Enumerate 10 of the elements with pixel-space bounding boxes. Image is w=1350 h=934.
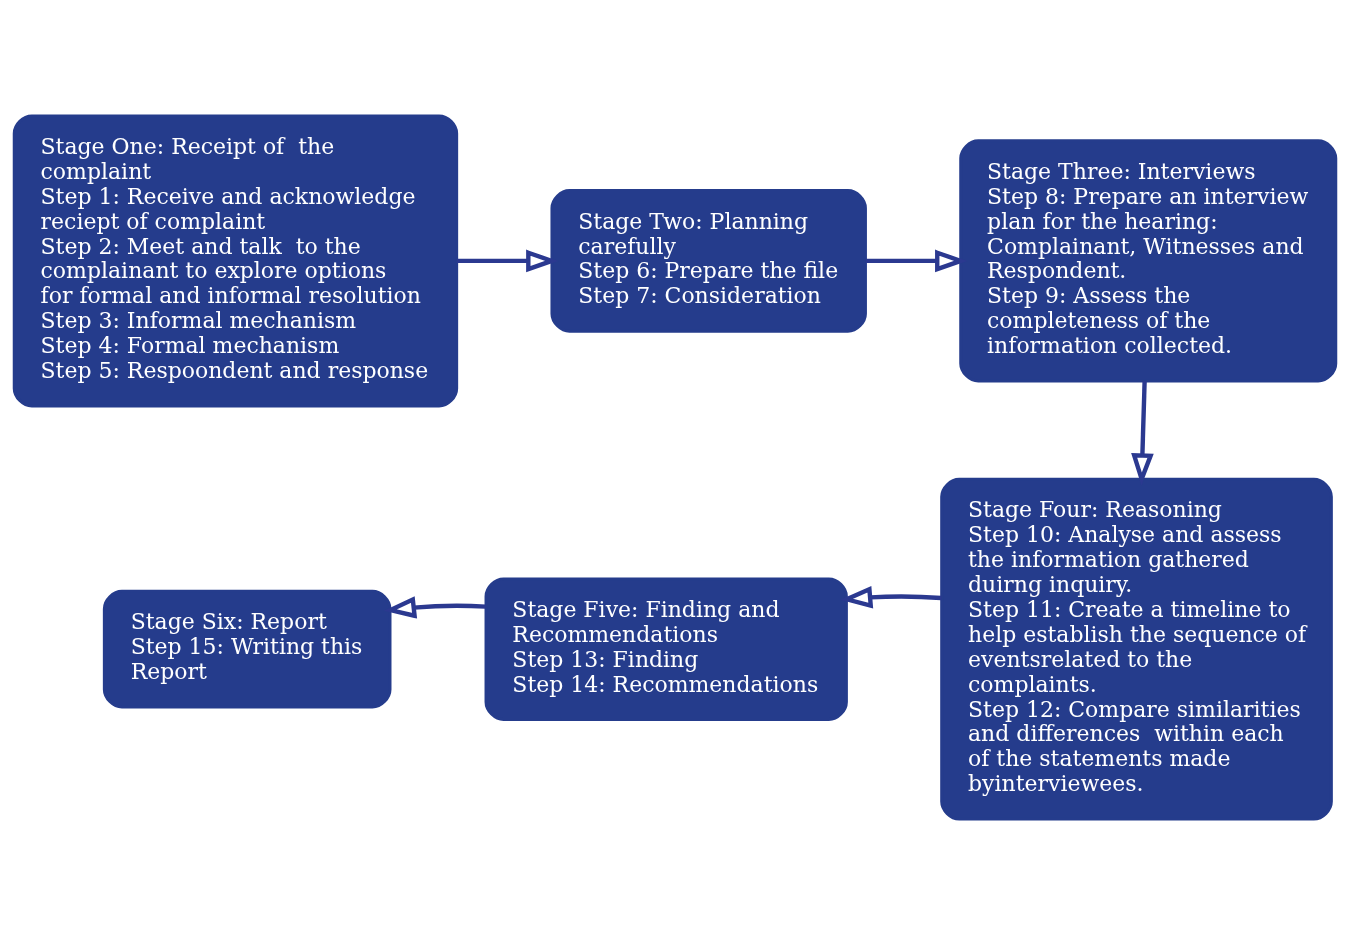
arrow — [840, 585, 942, 608]
node-box: Stage Three: Interviews Step 8: Prepare an interview plan for the hearing: Complainant, Witnesses and Respondent. Step 9: Assess the completeness of the information collected. — [959, 138, 1338, 383]
arrow — [383, 595, 486, 619]
node-box: Stage One: Receipt of the complaint Step 1: Receive and acknowledge reciept of complaint Step 2: Meet and talk to the complainant to explore options for formal and informal resolution Step 3: Informal mechanism Step 4: Formal mechanism Step 5: Respoondent and response — [12, 113, 459, 407]
arrow — [456, 249, 559, 272]
arrow — [1131, 380, 1154, 486]
node-box: Stage Five: Finding and Recommendations Step 13: Finding Step 14: Recommendations — [484, 576, 848, 721]
node-box: Stage Two: Planning carefully Step 6: Prepare the file Step 7: Consideration — [550, 188, 867, 333]
node-box: Stage Four: Reasoning Step 10: Analyse and assess the information gathered duirng inquiry. Step 11: Create a timeline to help establish the sequence of eventsrelated to the complaints. Step 12: Compare similarities and differences within each of the statements made byinterviewees. — [940, 477, 1333, 821]
node-box: Stage Six: Report Step 15: Writing this Report — [102, 589, 392, 708]
